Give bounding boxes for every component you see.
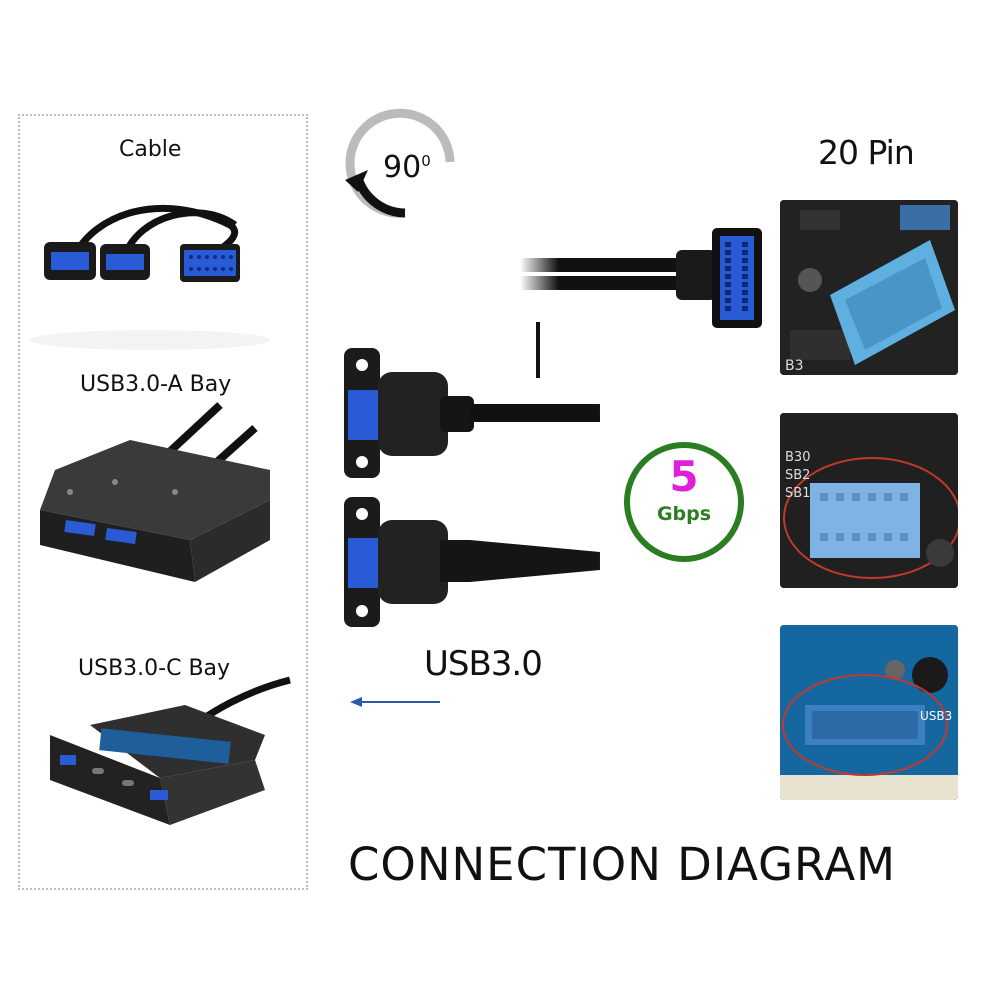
cable-label: Cable [119, 137, 182, 162]
speed-unit: Gbps [656, 503, 712, 525]
svg-text:SB2: SB2 [785, 468, 810, 483]
20-pin-label: 20 Pin [818, 133, 915, 172]
svg-text:B3: B3 [785, 358, 804, 374]
usb-female-port-top [344, 348, 620, 478]
motherboard-photo-1: B3 [780, 200, 958, 375]
divider-line [536, 322, 540, 378]
a-bay-label: USB3.0-A Bay [80, 372, 232, 397]
speed-badge: 5 Gbps [622, 440, 746, 564]
c-bay-label: USB3.0-C Bay [78, 656, 231, 681]
strain-relief [676, 250, 716, 300]
product-variants-panel [18, 114, 308, 890]
svg-text:B30: B30 [785, 450, 810, 465]
diagram-title: CONNECTION DIAGRAM [348, 838, 897, 891]
usb3-label: USB3.0 [424, 644, 543, 684]
rotation-angle: 900 [383, 150, 431, 185]
usb-female-port-bottom [344, 497, 620, 627]
motherboard-photo-2: B30 SB2 SB1 [780, 413, 958, 588]
speed-value: 5 [669, 452, 699, 501]
rotation-arrow-icon [345, 170, 368, 192]
speed-circle-icon [624, 442, 744, 562]
svg-text:SB1: SB1 [785, 486, 810, 501]
svg-text:USB3: USB3 [920, 709, 952, 723]
motherboard-photo-3: USB3 [780, 625, 958, 800]
